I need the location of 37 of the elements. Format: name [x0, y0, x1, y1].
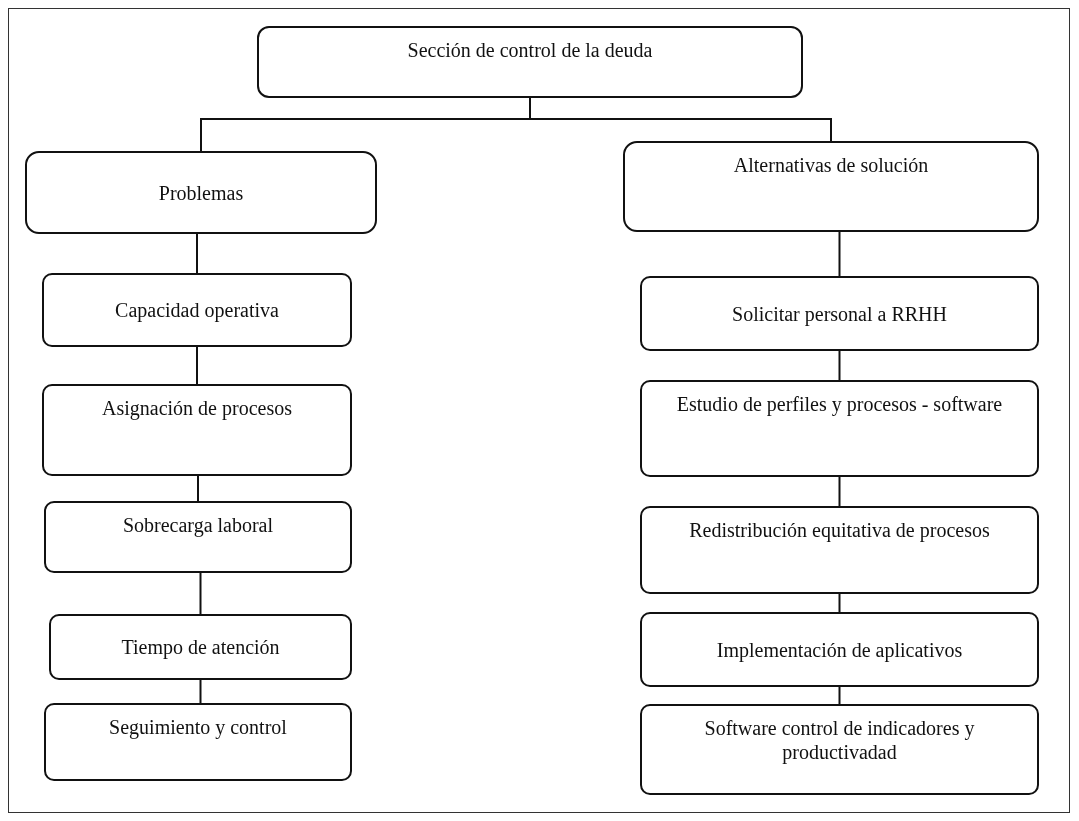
rounded-box [640, 380, 1039, 477]
connector-line [838, 350, 841, 381]
rounded-box [25, 151, 377, 234]
connector-line [197, 475, 199, 502]
box-label: Capacidad operativa [115, 298, 279, 322]
box-label: Tiempo de atención [121, 635, 280, 659]
box-label: Redistribución equitativa de procesos [689, 518, 990, 542]
connector-line [196, 233, 198, 274]
connector-line [838, 686, 841, 705]
box-label: Alternativas de solución [733, 153, 929, 177]
box-label: Implementación de aplicativos [716, 637, 963, 662]
box-label: Sobrecarga laboral [122, 513, 274, 537]
rounded-box [49, 614, 352, 680]
rounded-box [623, 141, 1039, 232]
connector-line [838, 476, 841, 507]
connector-line [199, 572, 202, 615]
box-label: Software control de indicadores y productivadad [703, 716, 976, 764]
rounded-box [640, 276, 1039, 351]
box-label: Solicitar personal a RRHH [732, 301, 947, 326]
connector-line [838, 593, 841, 613]
rounded-box [640, 704, 1039, 795]
rounded-box [257, 26, 803, 98]
rounded-box [42, 384, 352, 476]
connector-line [529, 97, 832, 142]
connector-line [838, 231, 841, 277]
rounded-box [640, 506, 1039, 594]
rounded-box [44, 703, 352, 781]
rounded-box [42, 273, 352, 347]
box-label: Seguimiento y control [109, 715, 287, 739]
rounded-box [44, 501, 352, 573]
box-label: Estudio de perfiles y procesos - software [676, 392, 1003, 416]
rounded-box [640, 612, 1039, 687]
box-label: Problemas [158, 180, 244, 205]
connector-line [199, 679, 202, 704]
box-label: Asignación de procesos [102, 396, 292, 420]
box-label: Sección de control de la deuda [407, 38, 653, 62]
connector-line [196, 346, 198, 385]
